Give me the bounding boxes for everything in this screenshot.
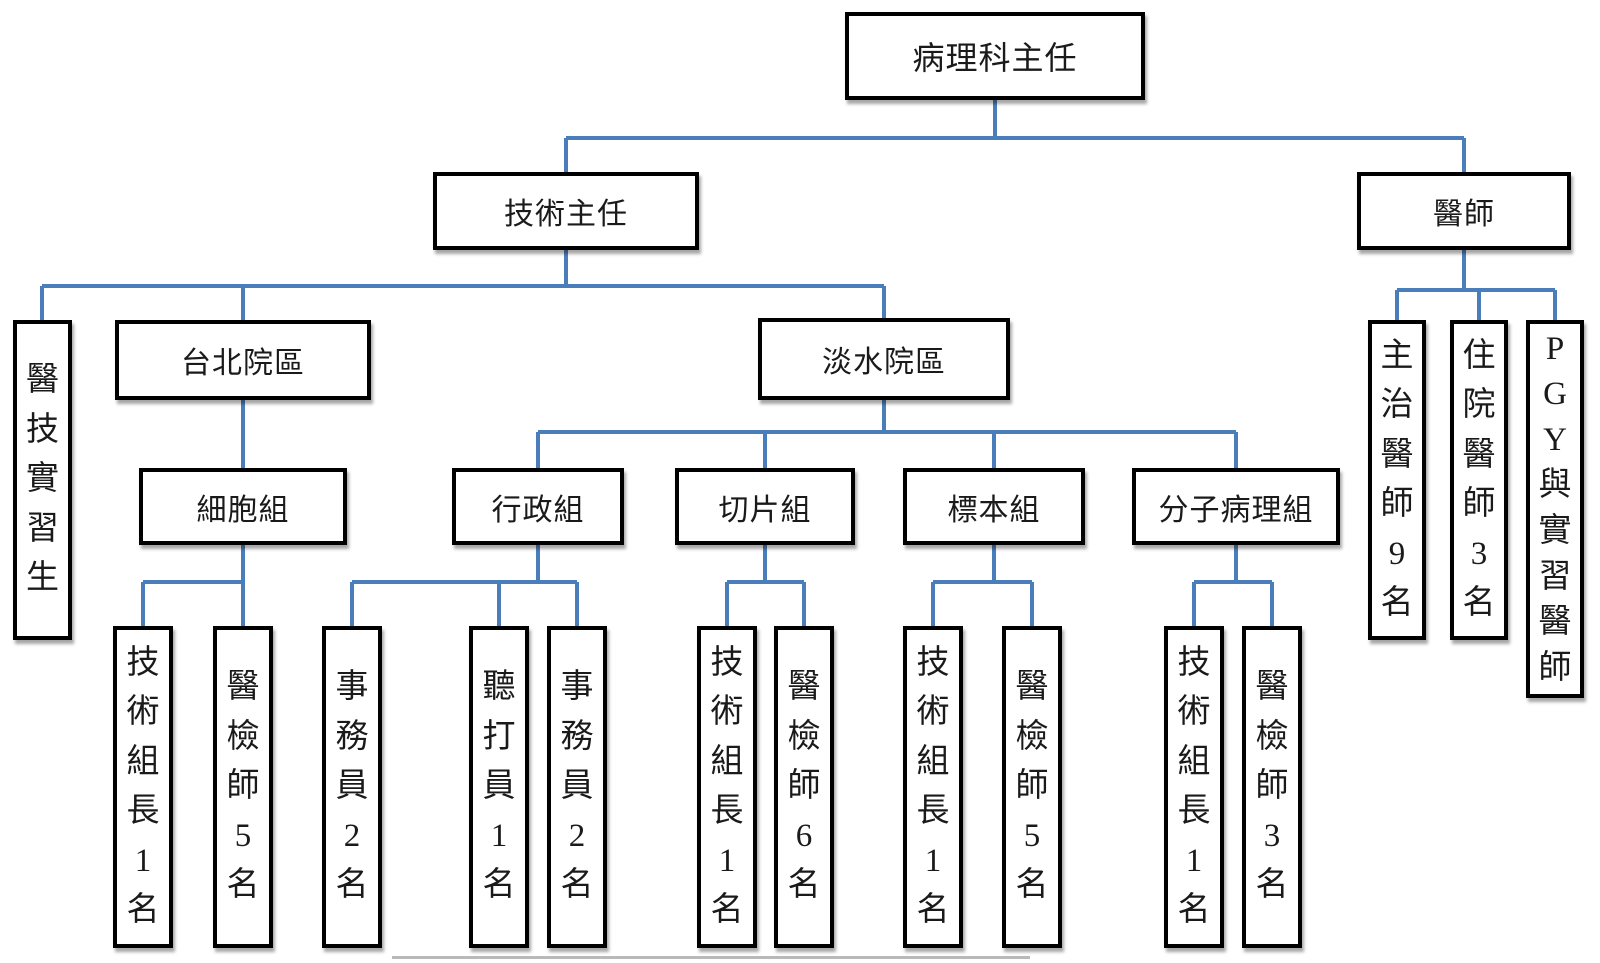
node-pathology-director: 病理科主任 — [845, 12, 1145, 100]
node-label: 事務員2名 — [335, 669, 369, 904]
node-label: 切片組 — [718, 493, 812, 527]
node-admin-clerks-1: 事務員2名 — [322, 626, 382, 948]
node-label: 技術組長1名 — [1177, 644, 1211, 929]
node-label: 淡水院區 — [822, 346, 946, 379]
node-label: 行政組 — [491, 493, 585, 527]
node-label: 醫師 — [1433, 198, 1495, 231]
node-cytology-tech-lead: 技術組長1名 — [113, 626, 173, 948]
node-molecular-pathology-group: 分子病理組 — [1132, 468, 1340, 545]
node-label: 醫檢師6名 — [787, 669, 821, 904]
node-label: 事務員2名 — [560, 669, 594, 904]
connector-specimen — [931, 545, 1034, 626]
node-label: 主治醫師9名 — [1380, 337, 1414, 622]
node-label: 技術組長1名 — [126, 644, 160, 929]
node-label: PGY與實習醫師 — [1538, 330, 1572, 686]
node-specimen-group: 標本組 — [903, 468, 1085, 545]
node-molecular-med-techs: 醫檢師3名 — [1242, 626, 1302, 948]
connector-tech-director — [40, 250, 886, 320]
node-resident-physicians: 住院醫師3名 — [1450, 320, 1508, 640]
node-section-group: 切片組 — [675, 468, 855, 545]
node-label: 聽打員1名 — [482, 669, 516, 904]
node-label: 技術主任 — [504, 198, 628, 231]
node-label: 細胞組 — [196, 493, 290, 527]
node-specimen-tech-lead: 技術組長1名 — [903, 626, 963, 948]
page-edge-artifact — [392, 956, 1030, 959]
node-label: 標本組 — [947, 493, 1041, 527]
node-admin-clerks-2: 事務員2名 — [547, 626, 607, 948]
node-label: 台北院區 — [181, 347, 305, 380]
connector-molecular — [1192, 545, 1274, 626]
node-label: 技術組長1名 — [710, 644, 744, 929]
node-specimen-med-techs: 醫檢師5名 — [1002, 626, 1062, 948]
node-cytology-group: 細胞組 — [139, 468, 347, 545]
node-label: 醫技實習生 — [26, 362, 59, 597]
node-med-tech-intern: 醫技實習生 — [13, 320, 72, 640]
node-pgy-intern-physicians: PGY與實習醫師 — [1526, 320, 1584, 698]
node-admin-group: 行政組 — [452, 468, 624, 545]
node-section-med-techs: 醫檢師6名 — [774, 626, 834, 948]
node-label: 醫檢師5名 — [1015, 669, 1049, 904]
node-tamsui-campus: 淡水院區 — [758, 318, 1010, 400]
connector-admin — [350, 545, 579, 626]
node-label: 醫檢師3名 — [1255, 669, 1289, 904]
connector-root — [564, 100, 1466, 172]
connector-cytology — [141, 545, 245, 626]
node-label: 分子病理組 — [1158, 493, 1314, 527]
connector-tamsui — [536, 400, 1238, 468]
connector-physician — [1395, 250, 1557, 320]
node-label: 住院醫師3名 — [1462, 337, 1496, 622]
node-label: 技術組長1名 — [916, 644, 950, 929]
node-physician: 醫師 — [1357, 172, 1571, 250]
node-molecular-tech-lead: 技術組長1名 — [1164, 626, 1224, 948]
node-tech-director: 技術主任 — [433, 172, 699, 250]
node-attending-physicians: 主治醫師9名 — [1368, 320, 1426, 640]
node-admin-typist: 聽打員1名 — [469, 626, 529, 948]
node-label: 醫檢師5名 — [226, 669, 260, 904]
node-section-tech-lead: 技術組長1名 — [697, 626, 757, 948]
connector-section — [725, 545, 806, 626]
node-label: 病理科主任 — [912, 40, 1078, 76]
node-taipei-campus: 台北院區 — [115, 320, 371, 400]
node-cytology-med-techs: 醫檢師5名 — [213, 626, 273, 948]
